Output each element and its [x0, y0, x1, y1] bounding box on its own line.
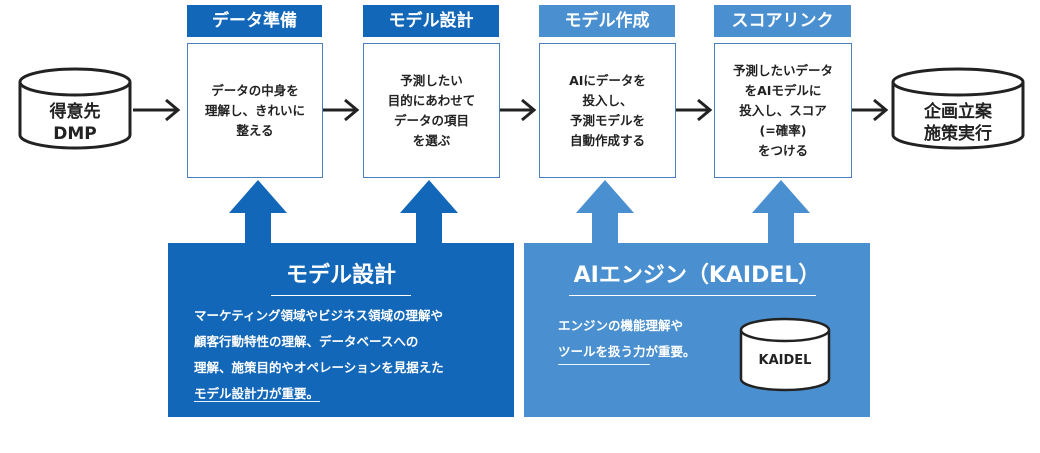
step-text-data-prep: データの中身を 理解し、きれいに 整える: [204, 82, 305, 138]
target-db-cylinder: [891, 67, 1025, 150]
panel-model-design: モデル設計 マーケティング領域やビジネス領域の理解や 顧客行動特性の理解、データ…: [168, 243, 514, 417]
tab-model-design: モデル設計: [363, 5, 499, 37]
flow-arrows: [133, 98, 889, 122]
up-arrow-data-prep: [229, 180, 287, 243]
tab-scoring: スコアリンク: [714, 5, 851, 37]
target-db-label: 企画立案 施策実行: [924, 102, 992, 144]
target-db: 企画立案 施策実行: [893, 95, 1023, 155]
panel-ai-engine-text: エンジンの機能理解や ツールを扱う力が重要。: [558, 318, 696, 359]
tab-model-create: モデル作成: [539, 5, 675, 37]
source-db: 得意先 DMP: [20, 95, 130, 155]
panel-model-design-title-rule: [271, 295, 411, 296]
step-box-model-create: AIにデータを 投入し、 予測モデルを 自動作成する: [539, 43, 676, 178]
panel-ai-engine-title: AIエンジン（KAIDEL）: [573, 263, 821, 288]
panel-model-design-text: マーケティング領域やビジネス領域の理解や 顧客行動特性の理解、データベースへの …: [194, 308, 444, 401]
underline-ai-engine-skill: [558, 364, 650, 365]
step-text-scoring: 予測したいデータ をAIモデルに 投入し、スコア (=確率) をつける: [732, 62, 833, 158]
step-text-model-create: AIにデータを 投入し、 予測モデルを 自動作成する: [569, 72, 646, 148]
tab-data-prep: データ準備: [187, 5, 322, 37]
step-text-model-design: 予測したい 目的にあわせて データの項目 を選ぶ: [387, 72, 476, 148]
step-box-scoring: 予測したいデータ をAIモデルに 投入し、スコア (=確率) をつける: [714, 43, 852, 178]
source-db-cylinder: [18, 67, 132, 150]
panel-ai-engine: AIエンジン（KAIDEL） エンジンの機能理解や ツールを扱う力が重要。 KA…: [524, 243, 870, 417]
underline-model-design-skill: [194, 401, 320, 402]
panel-ai-engine-title-rule: [569, 295, 816, 296]
up-arrow-scoring: [752, 180, 810, 243]
step-box-data-prep: データの中身を 理解し、きれいに 整える: [187, 43, 323, 178]
kaidel-db-label: KAIDEL: [758, 353, 812, 368]
step-box-model-design: 予測したい 目的にあわせて データの項目 を選ぶ: [363, 43, 500, 178]
panel-model-design-title: モデル設計: [285, 263, 396, 288]
source-db-label: 得意先 DMP: [49, 102, 101, 144]
up-arrow-model-create: [576, 180, 634, 243]
kaidel-db-cylinder: [739, 317, 831, 392]
up-arrow-model-design: [400, 180, 458, 243]
